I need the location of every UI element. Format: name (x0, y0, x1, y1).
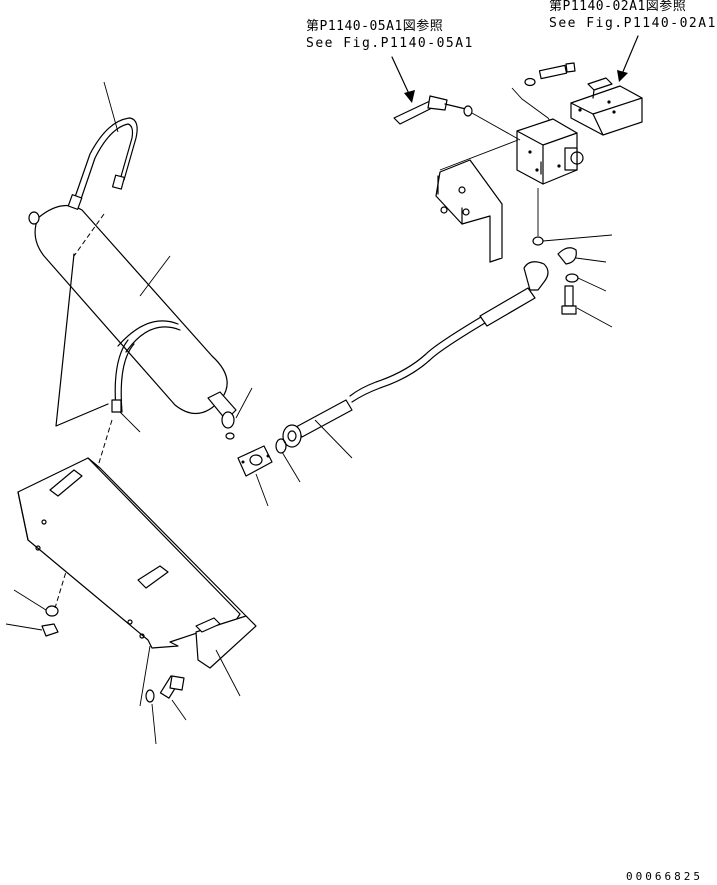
leader-bolt-plate (139, 645, 151, 707)
tank-cover-plate (17, 457, 257, 669)
valve-mounting-bracket (435, 159, 503, 263)
adapter-flange (237, 445, 273, 477)
reference-label-a-japanese: 第P1140-05A1図参照 (306, 19, 444, 34)
leader-seal (235, 387, 253, 419)
directional-valve (516, 118, 584, 185)
elbow-fitting (557, 247, 577, 265)
reference-arrow-b (617, 35, 639, 82)
leader-washer (577, 277, 607, 292)
leader-hose (314, 419, 353, 459)
leader-adapter (255, 473, 269, 507)
reference-label-b-english: See Fig.P1140-02A1 (549, 16, 717, 31)
hydraulic-hose (282, 261, 549, 448)
dash-tank-strap-upper (73, 213, 105, 257)
leader-washer-left (13, 589, 47, 611)
control-valve-reference (570, 77, 643, 136)
washer-left (45, 605, 59, 617)
nut-left (41, 623, 59, 637)
bolt-bottom (159, 675, 185, 699)
drawing-number: 00066825 (626, 870, 703, 883)
bolt-right (561, 285, 577, 315)
leader-bolt (576, 307, 613, 328)
o-ring-small (532, 236, 544, 246)
o-ring-center (275, 438, 287, 454)
tank-drain-pipe (67, 117, 138, 210)
leader-oring (542, 234, 613, 242)
tank-mounting-strap (55, 253, 109, 427)
reference-label-b-japanese: 第P1140-02A1図参照 (549, 0, 687, 14)
leader-lower-pipe (119, 411, 141, 433)
leader-oring-center (281, 451, 301, 483)
leader-bolt-bottom (171, 699, 187, 721)
leader-elbow (575, 257, 607, 263)
leader-lever-to-valve (471, 112, 521, 141)
control-lever (393, 95, 473, 125)
tank-lower-pipe (111, 339, 135, 413)
mounting-bolt-upper (524, 62, 576, 87)
reference-arrow-a (391, 56, 415, 103)
leader-washer-bottom (151, 703, 157, 745)
leader-drain-pipe (103, 81, 119, 133)
washer-bottom (145, 689, 155, 703)
washer-right (565, 273, 579, 283)
reference-label-a-english: See Fig.P1140-05A1 (306, 36, 474, 51)
leader-tank (139, 255, 171, 297)
leader-bracket-to-valve (439, 139, 519, 171)
leader-nut-left (5, 623, 43, 631)
leader-cover-plate (215, 649, 241, 697)
accumulator-tank (28, 204, 237, 440)
